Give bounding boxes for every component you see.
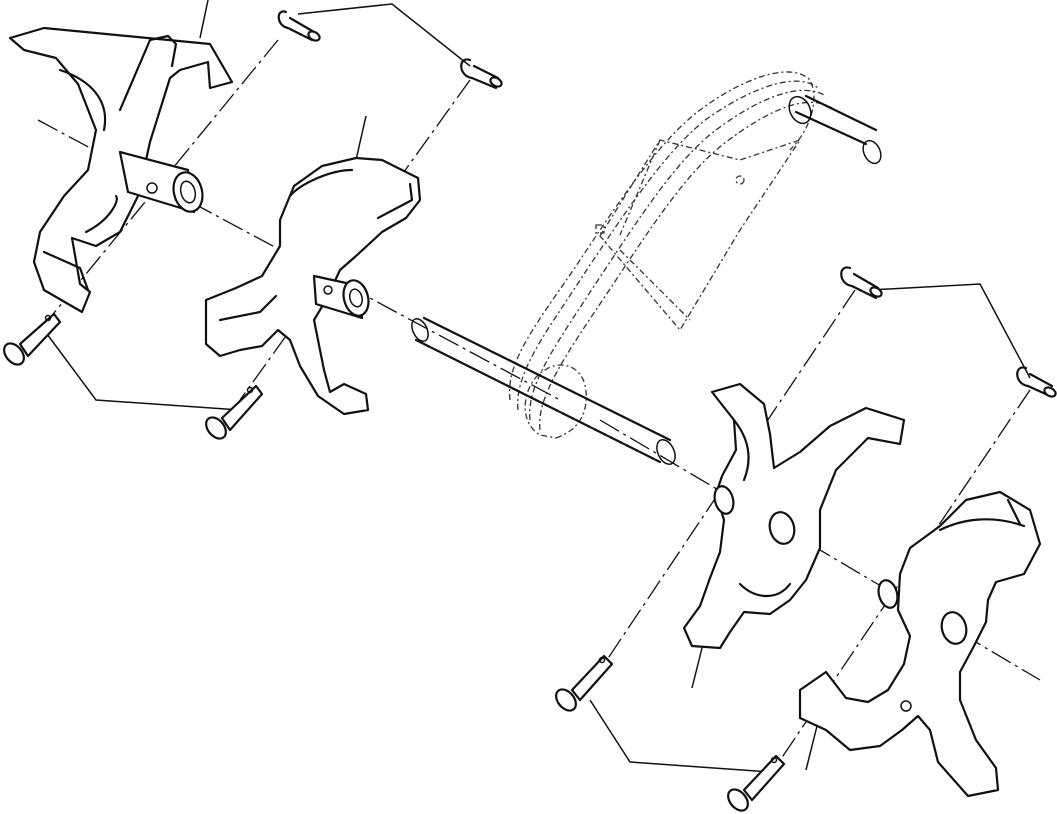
outer-left-tine — [10, 28, 232, 312]
tine-shaft-assembly — [409, 72, 885, 467]
leader-top-clips — [298, 4, 470, 66]
outer-right-tine — [800, 492, 1040, 796]
inner-right-tine — [684, 384, 904, 648]
hairpin-clip-icon — [279, 11, 321, 42]
leader-inner-left-tine — [356, 116, 366, 160]
leader-outer-left-tine — [200, 0, 208, 38]
hairpin-clip-icon — [1017, 367, 1057, 398]
clevis-pin-icon — [0, 314, 60, 368]
inner-left-tine — [206, 158, 420, 414]
clevis-pin-icon — [552, 656, 612, 714]
clevis-pin-icon — [724, 756, 784, 814]
clevis-pin-icon — [202, 386, 262, 442]
leader-right-pins — [590, 700, 770, 772]
leader-lines — [44, 0, 1030, 772]
hairpin-clip-icon — [841, 267, 883, 298]
leader-outer-right-tine — [806, 722, 818, 770]
clevis-pins — [0, 314, 784, 814]
leader-right-clips — [870, 284, 1030, 378]
